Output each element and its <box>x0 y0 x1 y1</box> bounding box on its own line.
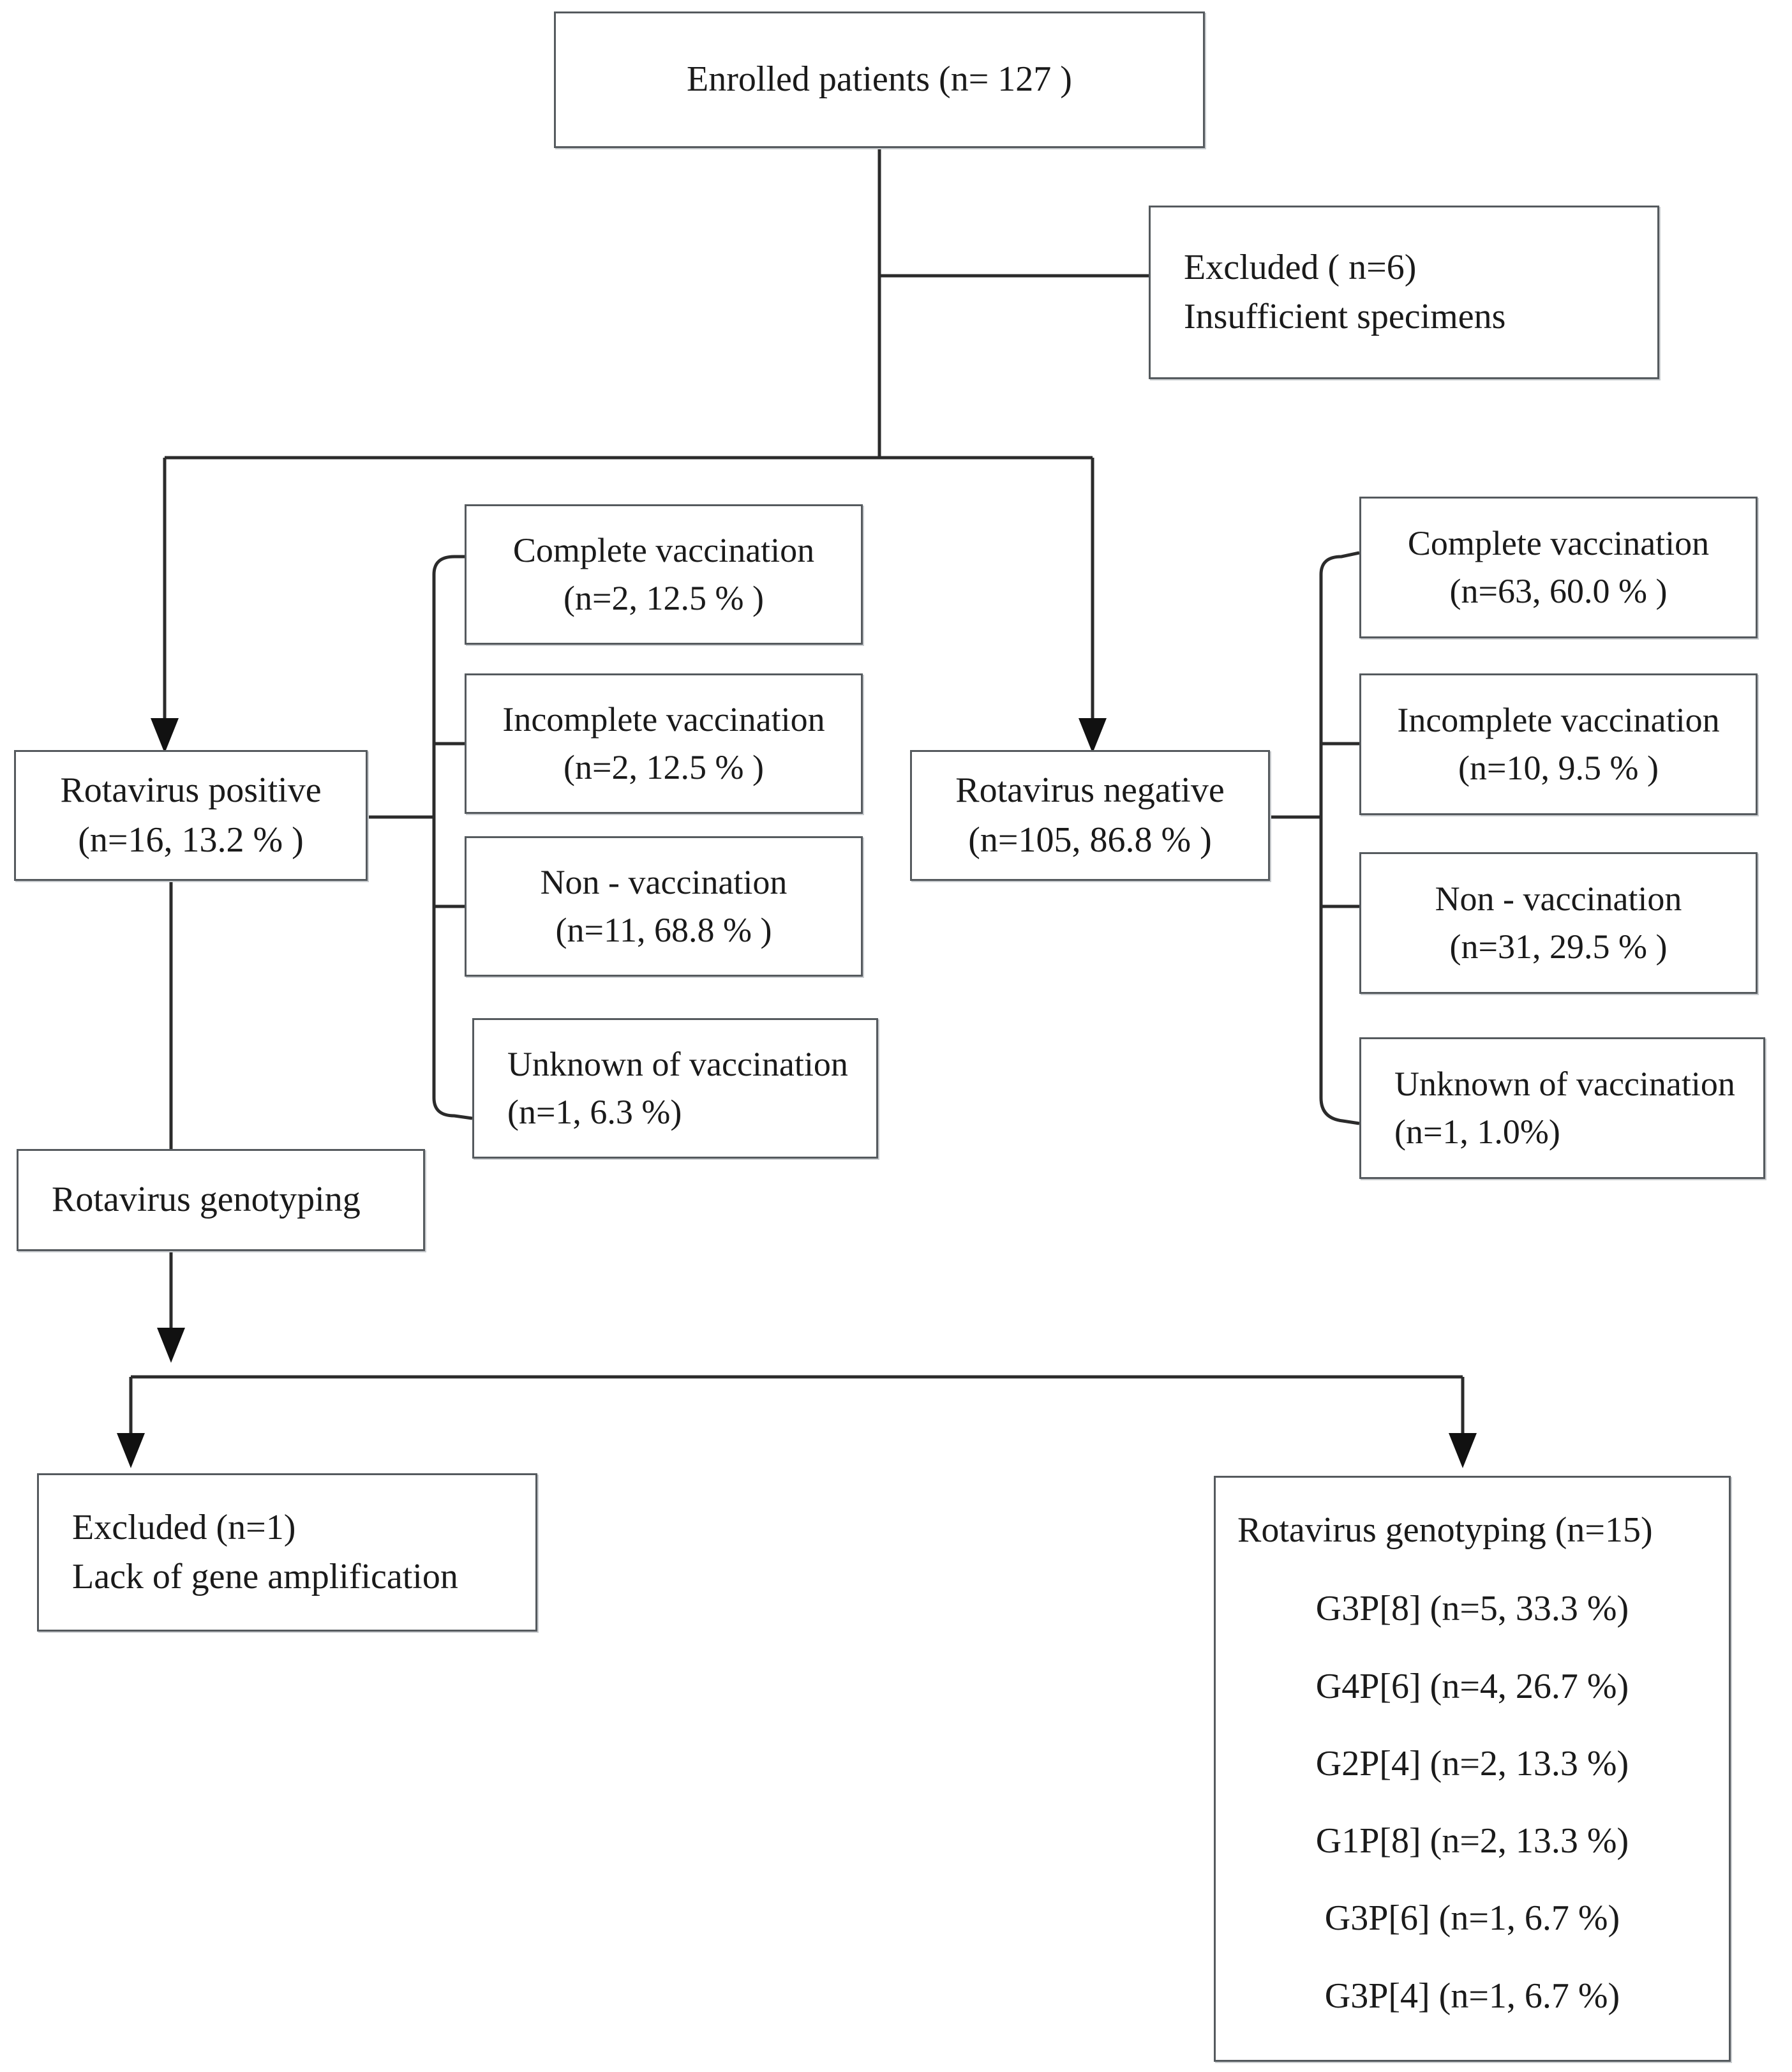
genotyping-result-item: G3P[4] (n=1, 6.7 %) <box>1324 1976 1620 2016</box>
node-line: (n=1, 1.0%) <box>1394 1113 1560 1151</box>
node-line: Incomplete vaccination <box>1397 701 1720 740</box>
node-line: (n=11, 68.8 % ) <box>555 911 772 949</box>
node-line: Unknown of vaccination <box>507 1045 848 1084</box>
node-negative-unknown-vaccination: Unknown of vaccination (n=1, 1.0%) <box>1359 1037 1765 1179</box>
node-line: (n=2, 12.5 % ) <box>564 748 764 786</box>
node-line: Unknown of vaccination <box>1394 1065 1735 1104</box>
node-rotavirus-genotyping-results: Rotavirus genotyping (n=15) G3P[8] (n=5,… <box>1214 1476 1731 2062</box>
node-line: Rotavirus positive <box>60 770 322 811</box>
node-line: Complete vaccination <box>1407 524 1710 563</box>
node-line: (n=16, 13.2 % ) <box>78 820 304 860</box>
node-line: Excluded (n=1) <box>72 1507 296 1547</box>
node-negative-complete-vaccination: Complete vaccination (n=63, 60.0 % ) <box>1359 497 1758 638</box>
node-line: (n=31, 29.5 % ) <box>1449 927 1668 966</box>
genotyping-result-item: G3P[6] (n=1, 6.7 %) <box>1324 1898 1620 1939</box>
node-line: Incomplete vaccination <box>502 700 825 739</box>
genotyping-result-item: G4P[6] (n=4, 26.7 %) <box>1315 1666 1629 1706</box>
node-line: (n=105, 86.8 % ) <box>968 820 1212 860</box>
node-line: Excluded ( n=6) <box>1184 247 1417 287</box>
node-line: (n=2, 12.5 % ) <box>564 579 764 617</box>
genotyping-results-header: Rotavirus genotyping (n=15) <box>1237 1510 1653 1550</box>
node-line: Non - vaccination <box>540 863 788 902</box>
node-excluded-insufficient-specimens: Excluded ( n=6) Insufficient specimens <box>1149 206 1659 379</box>
node-line: Rotavirus negative <box>955 770 1225 811</box>
node-line: Complete vaccination <box>512 531 815 570</box>
genotyping-result-item: G2P[4] (n=2, 13.3 %) <box>1315 1743 1629 1783</box>
genotyping-result-item: G1P[8] (n=2, 13.3 %) <box>1315 1821 1629 1861</box>
node-line: (n=1, 6.3 %) <box>507 1093 682 1131</box>
node-rotavirus-genotyping-step: Rotavirus genotyping <box>17 1149 425 1251</box>
node-negative-incomplete-vaccination: Incomplete vaccination (n=10, 9.5 % ) <box>1359 673 1758 815</box>
node-line: Insufficient specimens <box>1184 297 1506 336</box>
node-rotavirus-positive: Rotavirus positive (n=16, 13.2 % ) <box>14 750 368 881</box>
genotyping-result-item: G3P[8] (n=5, 33.3 %) <box>1315 1589 1629 1629</box>
node-line: (n=10, 9.5 % ) <box>1458 749 1659 787</box>
node-excluded-lack-of-gene-amplification: Excluded (n=1) Lack of gene amplificatio… <box>37 1473 537 1632</box>
node-positive-complete-vaccination: Complete vaccination (n=2, 12.5 % ) <box>465 504 863 645</box>
node-line: Lack of gene amplification <box>72 1557 458 1596</box>
node-rotavirus-negative: Rotavirus negative (n=105, 86.8 % ) <box>910 750 1270 881</box>
node-line: Rotavirus genotyping <box>52 1180 361 1220</box>
node-line: Enrolled patients (n= 127 ) <box>687 59 1072 100</box>
node-enrolled-patients: Enrolled patients (n= 127 ) <box>554 11 1205 148</box>
node-positive-non-vaccination: Non - vaccination (n=11, 68.8 % ) <box>465 836 863 977</box>
node-positive-incomplete-vaccination: Incomplete vaccination (n=2, 12.5 % ) <box>465 673 863 814</box>
node-positive-unknown-vaccination: Unknown of vaccination (n=1, 6.3 %) <box>472 1018 878 1159</box>
node-line: Non - vaccination <box>1435 880 1682 919</box>
node-negative-non-vaccination: Non - vaccination (n=31, 29.5 % ) <box>1359 852 1758 994</box>
node-line: (n=63, 60.0 % ) <box>1449 572 1668 610</box>
